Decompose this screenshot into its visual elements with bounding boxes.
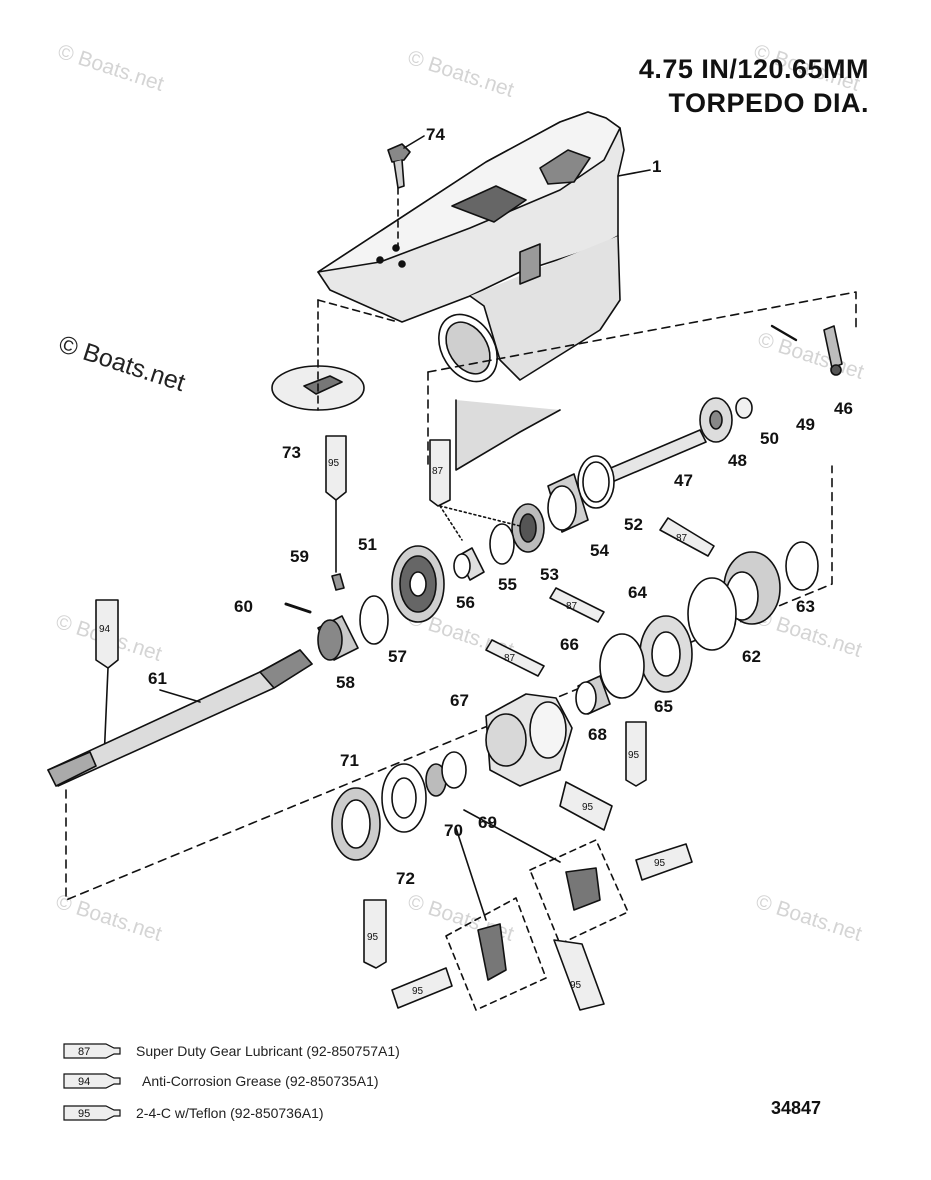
legend-code: 95 [78, 1108, 90, 1120]
callout-label: 53 [540, 565, 559, 584]
svg-text:87: 87 [504, 653, 516, 664]
callout-label: 52 [624, 515, 643, 534]
legend-text: Anti-Corrosion Grease (92-850735A1) [142, 1073, 379, 1089]
callout-label: 65 [654, 697, 673, 716]
grease-tube-95: 95 [559, 781, 613, 831]
grease-tube-icon: 94 [63, 1073, 121, 1089]
lubricant-tube-87: 87 [429, 439, 451, 507]
svg-text:87: 87 [566, 601, 578, 612]
callout-label: 51 [358, 535, 377, 554]
callout-label: 67 [450, 691, 469, 710]
grease-tube-95: 95 [391, 967, 453, 1009]
callout-label: 60 [234, 597, 253, 616]
callout-label: 63 [796, 597, 815, 616]
callout-label: 47 [674, 471, 693, 490]
legend-text: Super Duty Gear Lubricant (92-850757A1) [136, 1043, 400, 1059]
svg-text:87: 87 [676, 533, 688, 544]
bearing-race-52 [577, 455, 615, 509]
legend-code: 94 [78, 1076, 90, 1088]
svg-text:95: 95 [570, 980, 582, 991]
lubricant-tube-87: 87 [659, 517, 715, 557]
grease-tube-95: 95 [325, 435, 347, 501]
legend-item-87: 87 Super Duty Gear Lubricant (92-850757A… [62, 1038, 400, 1064]
callout-label: 58 [336, 673, 355, 692]
cover-nut-72 [331, 787, 381, 861]
svg-text:95: 95 [628, 750, 640, 761]
callout-label: 46 [834, 399, 853, 418]
diagram-title-line1: 4.75 IN/120.65MM [638, 54, 869, 84]
callout-label: 74 [426, 125, 445, 144]
callout-label: 62 [742, 647, 761, 666]
bolt-74 [387, 143, 411, 189]
o-ring-66 [599, 633, 645, 699]
lubricant-tube-87: 87 [485, 639, 545, 677]
lubricant-tube-icon: 87 [63, 1043, 121, 1059]
clutch-58 [317, 615, 359, 661]
legend-text: 2-4-C w/Teflon (92-850736A1) [136, 1105, 324, 1121]
retaining-ring-57 [359, 595, 389, 645]
callout-label: 56 [456, 593, 475, 612]
forward-gear-51 [391, 545, 445, 623]
callout-label: 70 [444, 821, 463, 840]
ball-bearing-65 [639, 615, 693, 693]
lubricant-tube-87: 87 [549, 587, 605, 623]
shim-55 [489, 523, 515, 565]
svg-text:87: 87 [432, 466, 444, 477]
svg-text:95: 95 [582, 802, 594, 813]
svg-text:95: 95 [412, 986, 424, 997]
grease-tube-94: 94 [95, 599, 119, 669]
callout-label: 73 [282, 443, 301, 462]
grease-tube-95: 95 [553, 939, 605, 1011]
pin-60 [284, 602, 312, 614]
needle-bearing-68 [575, 675, 611, 715]
callout-labels: 1 74 73 46 49 50 48 47 52 54 53 51 55 56… [148, 125, 853, 888]
svg-text:95: 95 [367, 932, 379, 943]
grease-tube-95: 95 [635, 843, 693, 881]
callout-label: 55 [498, 575, 517, 594]
callout-label: 69 [478, 813, 497, 832]
legend-code: 87 [78, 1046, 90, 1058]
callout-label: 71 [340, 751, 359, 770]
shift-cam-48 [699, 397, 753, 443]
legend-item-95: 95 2-4-C w/Teflon (92-850736A1) [62, 1100, 324, 1126]
pin-49 [770, 324, 798, 342]
bearing-carrier-67 [485, 693, 573, 787]
callout-label: 64 [628, 583, 647, 602]
legend-item-94: 94 Anti-Corrosion Grease (92-850735A1) [62, 1068, 379, 1094]
tapered-bearing-53 [511, 503, 545, 553]
svg-text:95: 95 [328, 458, 340, 469]
callout-label: 72 [396, 869, 415, 888]
bearing-cup-54 [547, 473, 589, 533]
shift-link-46 [823, 325, 843, 376]
grease-tube-95: 95 [625, 721, 647, 787]
grease-tube-icon: 95 [63, 1105, 121, 1121]
gear-housing [317, 111, 625, 471]
svg-text:95: 95 [654, 858, 666, 869]
grease-tube-95: 95 [363, 899, 387, 969]
callout-label: 48 [728, 451, 747, 470]
callout-label: 50 [760, 429, 779, 448]
callout-label: 1 [652, 157, 661, 176]
diagram-title-line2: TORPEDO DIA. [668, 88, 869, 118]
callout-label: 61 [148, 669, 167, 688]
figure-number: 34847 [771, 1098, 822, 1118]
shim-64 [687, 577, 737, 651]
callout-label: 54 [590, 541, 609, 560]
tab-washer-71 [381, 763, 427, 833]
svg-text:94: 94 [99, 624, 111, 635]
callout-label: 49 [796, 415, 815, 434]
ring-63 [785, 541, 819, 591]
sleeve-56 [453, 547, 485, 581]
callout-label: 57 [388, 647, 407, 666]
callout-label: 68 [588, 725, 607, 744]
propeller-shaft-61 [47, 649, 313, 787]
callout-label: 66 [560, 635, 579, 654]
nut-69 [441, 751, 467, 789]
nut-59 [331, 573, 345, 591]
callout-label: 59 [290, 547, 309, 566]
